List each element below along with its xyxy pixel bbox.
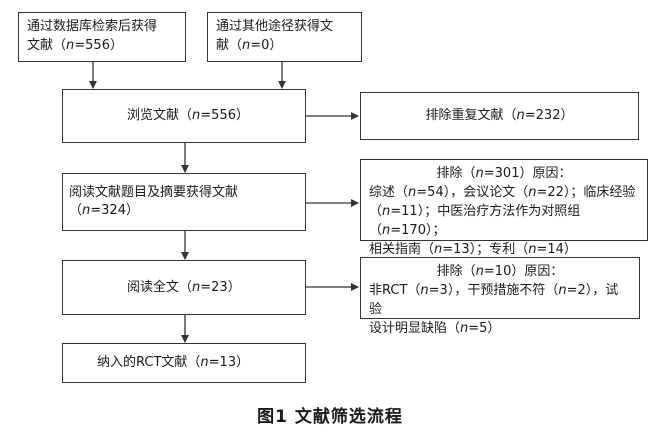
excl-duplicate-label: 排除重复文献（n=232） <box>425 108 574 123</box>
excl-ft-head: 排除（n=10）原因： <box>436 264 564 279</box>
excl-ta-head: 排除（n=301）原因： <box>436 166 572 181</box>
excl-ta-line4: 相关指南（n=13）；专利（n=14） <box>369 242 577 257</box>
excl-ft-line3: 设计明显缺陷（n=5） <box>369 321 501 336</box>
fulltext-box: 阅读全文（n=23） <box>62 260 306 315</box>
title-abstract-box: 阅读文献题目及摘要获得文献（n=324） <box>62 173 306 231</box>
db-search-line2: 文献（n=556） <box>27 38 123 53</box>
figure-caption: 图1 文献筛选流程 <box>257 407 403 427</box>
browse-box: 浏览文献（n=556） <box>62 89 306 143</box>
other-search-line2: 献（n=0） <box>216 38 283 53</box>
included-box: 纳入的RCT文献（n=13） <box>62 343 306 383</box>
db-search-line1: 通过数据库检索后获得 <box>27 19 158 34</box>
title-abstract-label: 阅读文献题目及摘要获得文献（n=324） <box>69 185 239 218</box>
excl-fulltext-box: 排除（n=10）原因： 非RCT（n=3），干预措施不符（n=2），试验 设计明… <box>360 257 640 336</box>
excl-ft-line2: 非RCT（n=3），干预措施不符（n=2），试验 <box>369 283 619 317</box>
other-search-box: 通过其他途径获得文 献（n=0） <box>207 12 362 62</box>
fulltext-label: 阅读全文（n=23） <box>127 279 241 295</box>
excl-duplicate-box: 排除重复文献（n=232） <box>360 92 639 140</box>
included-label: 纳入的RCT文献（n=13） <box>97 355 250 370</box>
excl-ta-line2: 综述（n=54），会议论文（n=22）；临床经验 <box>369 185 636 200</box>
browse-label: 浏览文献（n=556） <box>127 108 249 123</box>
db-search-box: 通过数据库检索后获得 文献（n=556） <box>18 12 186 62</box>
other-search-line1: 通过其他途径获得文 <box>216 19 334 34</box>
excl-title-abstract-box: 排除（n=301）原因： 综述（n=54），会议论文（n=22）；临床经验 （n… <box>360 159 648 257</box>
excl-ta-line3: （n=11）；中医治疗方法作为对照组（n=170）； <box>369 204 581 238</box>
